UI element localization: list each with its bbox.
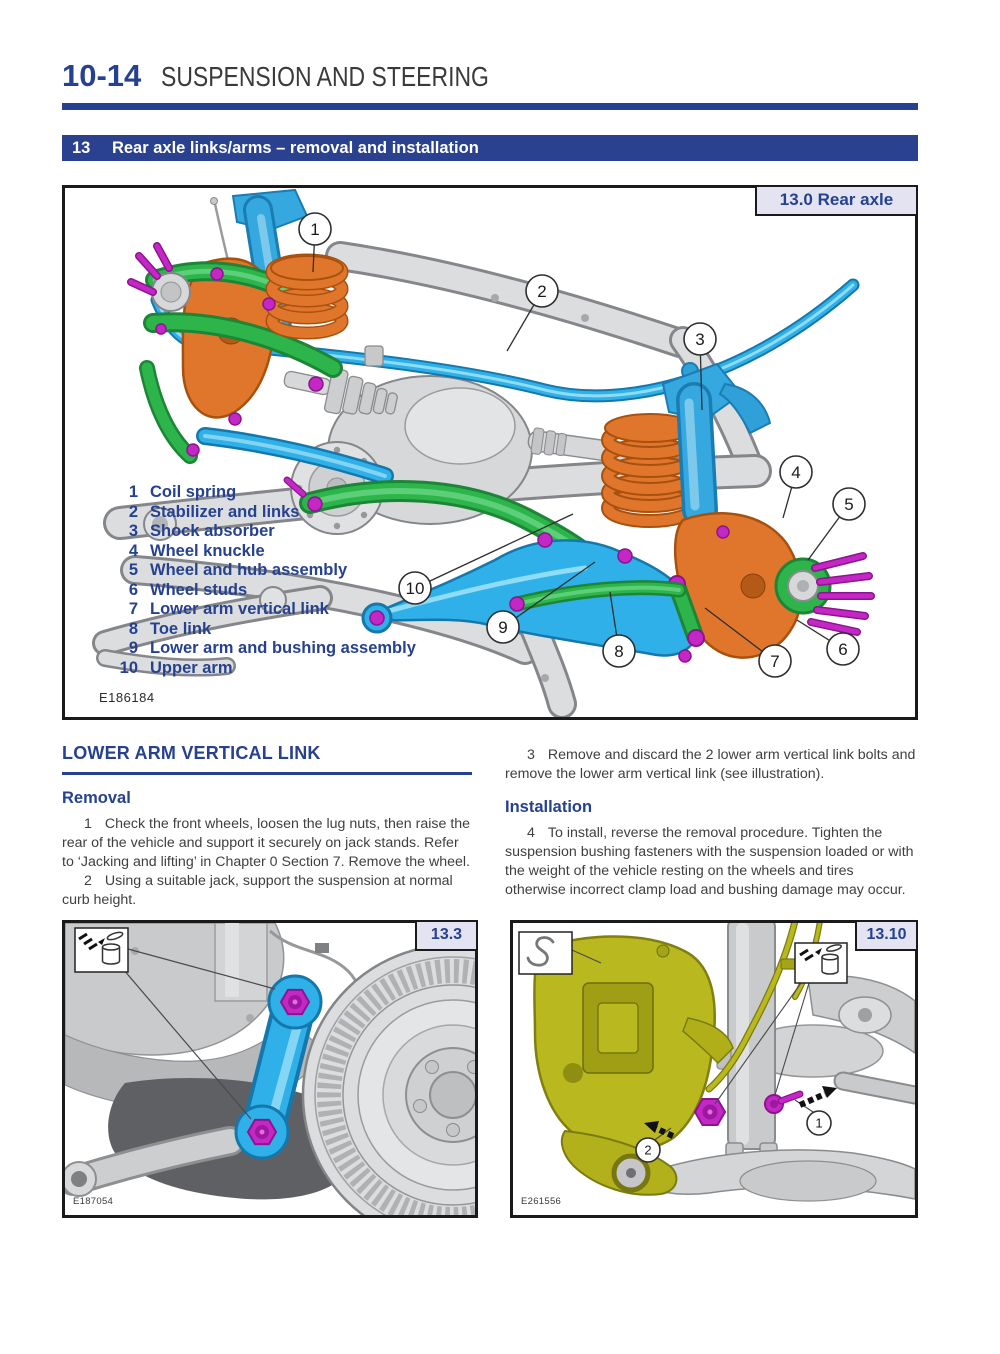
dashed-arrow-icon-2 bbox=[644, 1121, 675, 1139]
svg-text:2: 2 bbox=[537, 282, 546, 301]
figure-code-e186184: E186184 bbox=[99, 690, 155, 705]
lower-control-arm bbox=[640, 1071, 915, 1202]
trailing-arm bbox=[560, 1129, 678, 1196]
callout-2: 2 bbox=[525, 274, 559, 308]
figure-code-e187054: E187054 bbox=[73, 1196, 114, 1207]
leader-lines bbox=[571, 949, 820, 1143]
svg-text:7: 7 bbox=[770, 652, 779, 671]
discard-bolt-icon bbox=[74, 927, 129, 973]
page-header: 10-14 SUSPENSION AND STEERING bbox=[62, 58, 561, 94]
article-heading: LOWER ARM VERTICAL LINK bbox=[62, 743, 472, 775]
step-2-number: 2 bbox=[84, 873, 92, 889]
discard-bolt-icon bbox=[794, 942, 848, 984]
svg-text:1: 1 bbox=[310, 220, 319, 239]
section-title: Rear axle links/arms – removal and insta… bbox=[111, 139, 479, 157]
step-4-text: To install, reverse the removal procedur… bbox=[505, 825, 914, 898]
figure-label-13-0: 13.0 Rear axle bbox=[755, 185, 918, 216]
svg-text:5: 5 bbox=[844, 495, 853, 514]
callout-1: 1 bbox=[806, 1110, 832, 1136]
svg-text:9: 9 bbox=[498, 618, 507, 637]
installation-heading: Installation bbox=[505, 798, 593, 816]
section-number: 13 bbox=[72, 139, 91, 157]
svg-text:6: 6 bbox=[838, 640, 847, 659]
step-1-number: 1 bbox=[84, 816, 92, 832]
svg-text:4: 4 bbox=[791, 463, 800, 482]
callouts-layer: 12 bbox=[635, 1110, 832, 1163]
bushing-bolts bbox=[693, 1090, 804, 1126]
svg-text:8: 8 bbox=[614, 642, 623, 661]
removal-heading: Removal bbox=[62, 789, 131, 807]
callout-5: 5 bbox=[832, 487, 866, 521]
callout-6: 6 bbox=[826, 632, 860, 666]
callout-1: 1 bbox=[298, 212, 332, 246]
callout-10: 10 bbox=[398, 571, 432, 605]
figure-13-3: 13.3 E187054 bbox=[62, 920, 478, 1218]
step-2-text: Using a suitable jack, support the suspe… bbox=[62, 873, 453, 908]
sensor-wire-tip bbox=[210, 197, 218, 205]
leader-lines bbox=[122, 948, 276, 1120]
svg-text:2: 2 bbox=[644, 1143, 651, 1158]
figure-code-e261556: E261556 bbox=[521, 1196, 562, 1207]
callout-3: 3 bbox=[683, 322, 717, 356]
page-number: 10-14 bbox=[62, 58, 142, 93]
step-4-number: 4 bbox=[527, 825, 535, 841]
s-hook-icon bbox=[518, 931, 573, 975]
brake-disc bbox=[301, 943, 475, 1215]
callout-4: 4 bbox=[779, 455, 813, 489]
section-banner: 13 Rear axle links/arms – removal and in… bbox=[62, 135, 918, 161]
figure-label-13-10: 13.10 bbox=[855, 920, 918, 951]
figure-label-13-3: 13.3 bbox=[415, 920, 478, 951]
step-1-text: Check the front wheels, loosen the lug n… bbox=[62, 816, 471, 870]
dashed-arrow-icon-1 bbox=[798, 1086, 837, 1108]
header-rule bbox=[62, 103, 918, 110]
rear-axle-illustration: 1 2 3 4 5 6 7 8 9 10 bbox=[92, 188, 875, 717]
callout-9: 9 bbox=[486, 610, 520, 644]
svg-text:10: 10 bbox=[406, 579, 425, 598]
rear-suspension-illustration: 12 bbox=[518, 923, 915, 1202]
callouts-layer: 1 2 3 4 5 6 7 8 9 10 bbox=[298, 212, 866, 678]
svg-text:3: 3 bbox=[695, 330, 704, 349]
callout-7: 7 bbox=[758, 644, 792, 678]
callout-8: 8 bbox=[602, 634, 636, 668]
chapter-title: SUSPENSION AND STEERING bbox=[161, 61, 490, 92]
callout-2: 2 bbox=[635, 1137, 661, 1163]
step-3-number: 3 bbox=[527, 747, 535, 763]
vertical-link-illustration bbox=[65, 923, 475, 1215]
lower-arm-vertical-link bbox=[234, 974, 323, 1160]
rear-structure bbox=[742, 975, 915, 1078]
step-3-text: Remove and discard the 2 lower arm verti… bbox=[505, 747, 916, 782]
svg-text:1: 1 bbox=[815, 1116, 822, 1131]
left-suspension-cluster bbox=[127, 188, 394, 485]
lower-arm bbox=[65, 1126, 245, 1197]
